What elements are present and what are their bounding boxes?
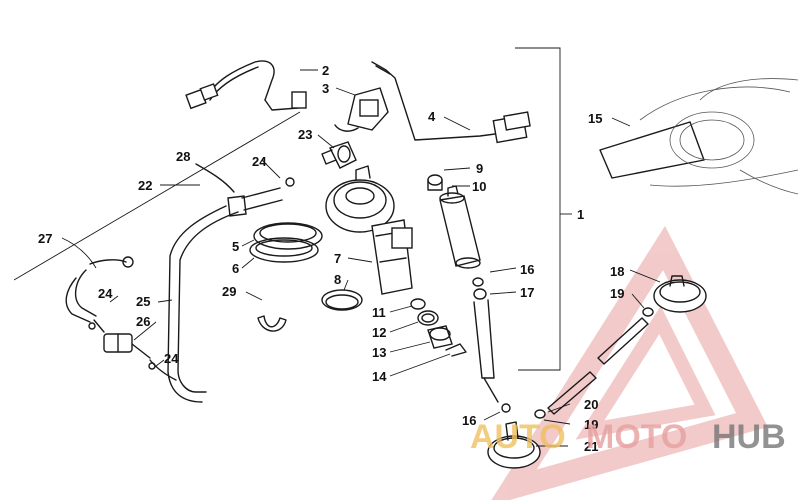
- callout-23: 23: [298, 127, 312, 142]
- callout-2: 2: [322, 63, 329, 78]
- callout-labels: 1 2 3 4 5 6 7 8 9 10 11 12 13 14 15 16 1…: [38, 63, 624, 454]
- callout-21: 21: [584, 439, 598, 454]
- callout-5: 5: [232, 239, 239, 254]
- wiring-harness: [185, 60, 318, 111]
- watermark-moto: MOTO: [586, 418, 687, 456]
- retaining-clip: [245, 291, 287, 332]
- sender-connector: [334, 87, 389, 132]
- callout-3: 3: [322, 81, 329, 96]
- callout-8: 8: [334, 272, 341, 287]
- callout-6: 6: [232, 261, 239, 276]
- pump-module-flange: [325, 165, 395, 233]
- callout-12: 12: [372, 325, 386, 340]
- callout-28: 28: [176, 149, 190, 164]
- callout-4: 4: [428, 109, 436, 124]
- callout-24-lower: 24: [164, 351, 179, 366]
- watermark-auto: AUTO: [470, 418, 566, 456]
- callout-19-upper: 19: [610, 286, 624, 301]
- callout-26: 26: [136, 314, 150, 329]
- callout-27: 27: [38, 231, 52, 246]
- pump-small-parts: [389, 298, 467, 377]
- callout-15: 15: [588, 111, 602, 126]
- pump-housing: [347, 219, 413, 295]
- watermark-hub: HUB: [712, 418, 786, 456]
- seal-rings: [241, 222, 323, 269]
- callout-14: 14: [372, 369, 387, 384]
- callout-11: 11: [372, 305, 386, 320]
- callout-25: 25: [136, 294, 150, 309]
- elbow-fitting: [317, 134, 357, 169]
- callout-24-upper: 24: [252, 154, 267, 169]
- callout-9: 9: [476, 161, 483, 176]
- assembly-bracket: [515, 47, 561, 371]
- callout-16-lower: 16: [462, 413, 476, 428]
- hose-clamp-large: [321, 279, 363, 311]
- callout-7: 7: [334, 251, 341, 266]
- tank-edge-line: [13, 111, 301, 281]
- fuel-level-sensor: [371, 61, 531, 144]
- callout-18: 18: [610, 264, 624, 279]
- outlet-hose: [472, 267, 517, 403]
- callout-10: 10: [472, 179, 486, 194]
- watermark-logo: [491, 225, 768, 500]
- callout-22: 22: [138, 178, 152, 193]
- callout-20: 20: [584, 397, 598, 412]
- callout-19-lower: 19: [584, 417, 598, 432]
- fuel-filter-line: [61, 237, 177, 381]
- watermark-text: AUTO MOTO HUB: [470, 418, 786, 456]
- fuel-hose-main: [167, 159, 295, 403]
- fuel-pump-motor: [427, 167, 481, 269]
- tank-shield: [599, 78, 799, 195]
- cap-assembly-lower: [483, 371, 597, 469]
- watermark-triangle-icon: [491, 225, 768, 500]
- callout-13: 13: [372, 345, 386, 360]
- callout-16-upper: 16: [520, 262, 534, 277]
- callout-29: 29: [222, 284, 236, 299]
- cap-assembly-upper: [597, 269, 707, 365]
- watermark-inner-triangle-icon: [575, 305, 716, 440]
- callout-1: 1: [577, 207, 584, 222]
- callout-24-left: 24: [98, 286, 113, 301]
- callout-17: 17: [520, 285, 534, 300]
